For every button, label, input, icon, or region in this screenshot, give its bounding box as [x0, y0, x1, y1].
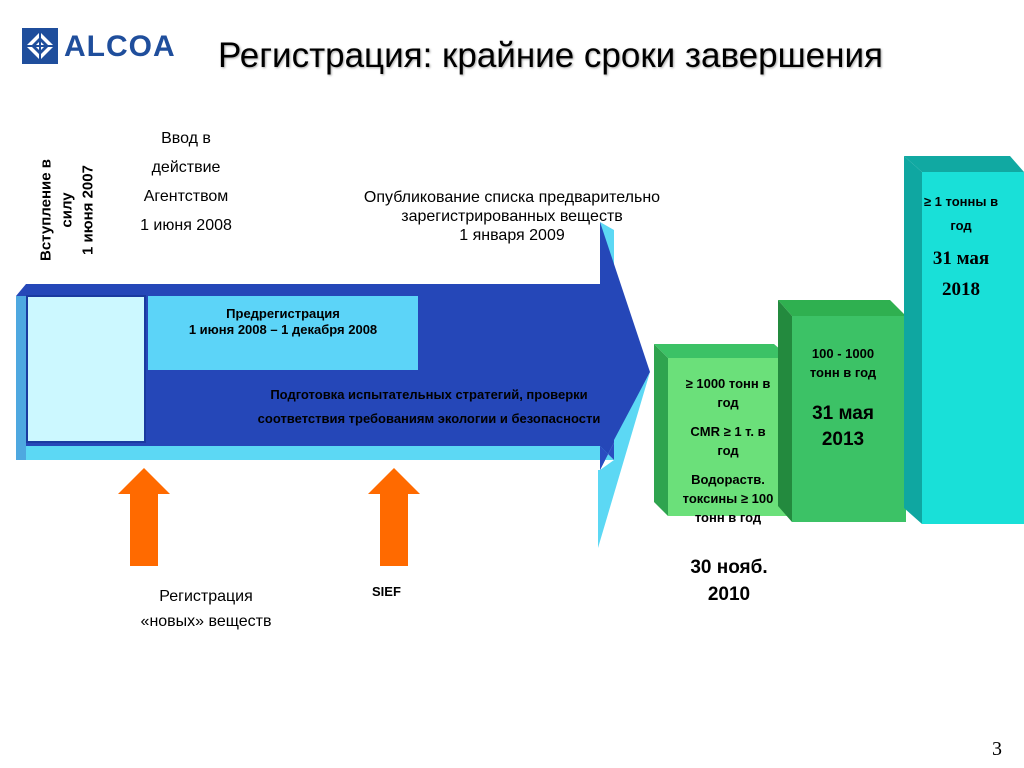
agency-start-label: Ввод в действие Агентством 1 июня 2008: [116, 124, 256, 240]
arrow-left-edge: [16, 296, 26, 460]
deadline-2018-criteria: ≥ 1 тонны в год: [904, 190, 1018, 238]
box-2010-front: [668, 358, 790, 516]
criteria-line: год: [717, 443, 739, 458]
agency-line: действие: [151, 159, 221, 176]
deadline-2013-criteria: 100 - 1000 тонн в год: [786, 344, 900, 382]
criteria-line: Водораств.: [691, 472, 765, 487]
date-line: 2013: [821, 429, 865, 450]
publication-line: Опубликование списка предварительно: [363, 189, 661, 206]
criteria-line: год: [717, 395, 739, 410]
preregistration-box: [148, 296, 418, 370]
publication-label: Опубликование списка предварительно заре…: [316, 188, 708, 245]
sief-label: SIEF: [372, 584, 401, 599]
agency-line: Агентством: [143, 188, 229, 205]
preregistration-label: Предрегистрация 1 июня 2008 – 1 декабря …: [152, 306, 414, 338]
in-force-line: силу: [58, 192, 76, 228]
preregistration-title: Предрегистрация: [226, 306, 340, 321]
preregistration-dates: 1 июня 2008 – 1 декабря 2008: [188, 322, 378, 337]
box-2013-front: [792, 316, 906, 522]
criteria-line: тонн в год: [694, 510, 762, 525]
criteria-line: CMR ≥ 1 т. в: [690, 424, 766, 439]
date-line: 30 нояб.: [690, 557, 768, 578]
in-force-date: 1 июня 2007: [79, 165, 97, 255]
arrow-bottom-face: [16, 446, 614, 460]
page-title: Регистрация: крайние сроки завершения: [218, 36, 883, 75]
criteria-line: год: [950, 218, 972, 233]
arrow-up-icon-registration: [118, 468, 170, 566]
registration-new-line: Регистрация: [159, 588, 253, 605]
date-line: 2010: [707, 584, 751, 605]
agency-date: 1 июня 2008: [140, 217, 232, 234]
in-force-block: [26, 295, 146, 443]
publication-line: зарегистрированных веществ: [401, 208, 623, 225]
registration-new-label: Регистрация «новых» веществ: [106, 584, 306, 634]
in-force-line: Вступление в: [37, 159, 55, 261]
page-number: 3: [992, 738, 1002, 760]
box-2010-top: [654, 344, 790, 358]
arrow-top-face: [16, 284, 614, 296]
box-2018-front: [922, 172, 1024, 524]
in-force-label: Вступление в силу 1 июня 2007: [24, 140, 110, 280]
publication-date: 1 января 2009: [459, 227, 565, 244]
criteria-line: 100 - 1000: [811, 346, 875, 361]
preparation-label: Подготовка испытательных стратегий, пров…: [214, 383, 644, 431]
box-2018-side: [904, 156, 922, 524]
agency-line: Ввод в: [161, 130, 211, 147]
box-2013-top: [778, 300, 906, 316]
date-line: 31 мая: [812, 403, 874, 424]
criteria-line: тонн в год: [809, 365, 877, 380]
preparation-line: соответствия требованиям экологии и безо…: [257, 411, 601, 426]
deadline-2018-date: 31 мая 2018: [904, 243, 1018, 305]
arrow-up-icon-sief: [368, 468, 420, 566]
criteria-line: ≥ 1 тонны в: [923, 194, 999, 209]
criteria-line: ≥ 1000 тонн в: [685, 376, 771, 391]
alcoa-logo-icon: [22, 28, 58, 64]
box-2010-side: [654, 344, 668, 516]
box-2018-top: [904, 156, 1024, 172]
criteria-line: токсины ≥ 100: [682, 491, 774, 506]
brand-logo-text: ALCOA: [64, 30, 176, 63]
box-2013-side: [778, 300, 792, 522]
arrow-head-side: [598, 372, 650, 548]
date-line: 2018: [942, 279, 980, 300]
deadline-2010-criteria: ≥ 1000 тонн в год CMR ≥ 1 т. в год Водор…: [662, 374, 794, 527]
registration-new-line: «новых» веществ: [140, 613, 272, 630]
deadline-2010-date: 30 нояб. 2010: [664, 554, 794, 608]
preparation-line: Подготовка испытательных стратегий, пров…: [270, 387, 588, 402]
deadline-2013-date: 31 мая 2013: [786, 401, 900, 453]
date-line: 31 мая: [932, 248, 990, 269]
